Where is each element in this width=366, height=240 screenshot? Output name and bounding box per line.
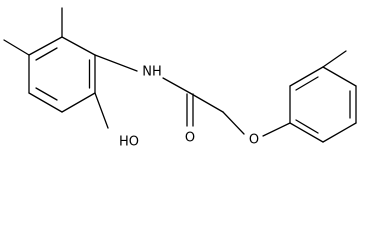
left-aromatic-ring [28, 36, 96, 113]
bond [289, 66, 324, 87]
right-aromatic-ring [289, 66, 357, 143]
aromatic-inner-bond [295, 76, 319, 91]
hydroxyl-bond [94, 92, 109, 129]
bond [262, 122, 291, 137]
bond [162, 77, 191, 94]
bond [289, 122, 324, 143]
hydroxyl-label: HO [119, 135, 139, 150]
bond [322, 66, 357, 87]
chemical-structure: NH HO O O [3, 7, 357, 150]
bond [61, 92, 96, 113]
bond [94, 54, 138, 72]
bond [189, 92, 224, 113]
methyl-bond [322, 50, 347, 68]
nh-label: NH [142, 65, 162, 80]
ether-oxygen-label: O [249, 133, 259, 148]
bond [222, 111, 245, 135]
methyl-bond [3, 39, 30, 56]
bond [322, 122, 357, 143]
aromatic-inner-bond [295, 119, 319, 134]
bond [28, 36, 63, 56]
aromatic-inner-bond [35, 87, 58, 101]
bond [28, 92, 63, 113]
carbonyl-oxygen-label: O [185, 131, 195, 146]
aromatic-inner-bond [35, 47, 58, 61]
bond [61, 36, 96, 56]
